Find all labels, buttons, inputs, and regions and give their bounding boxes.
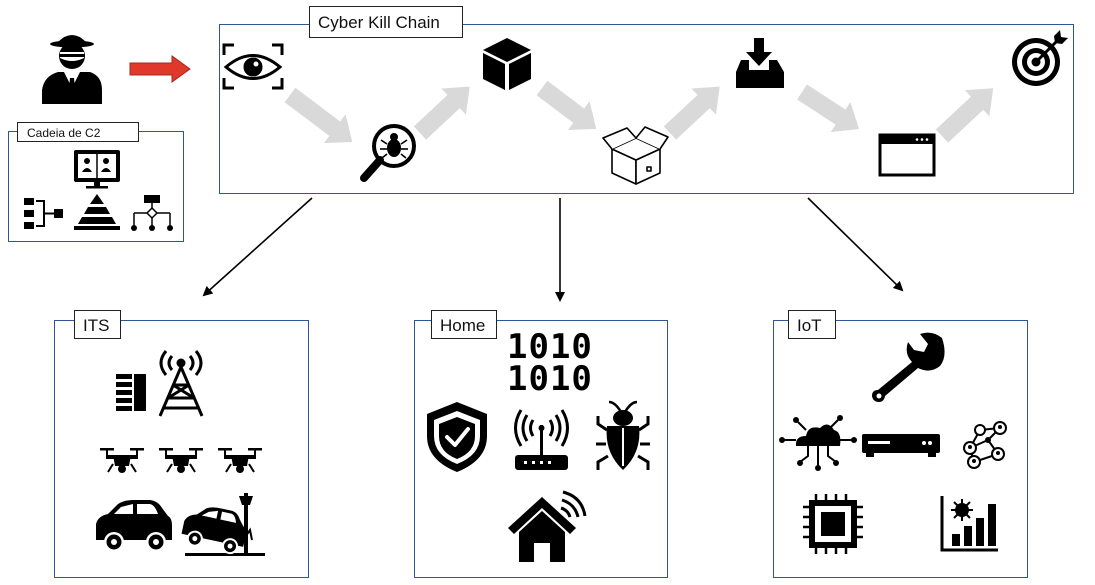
download-tray-icon [736,38,784,88]
c2-title: Cadeia de C2 [17,122,139,142]
binary-code-line-2: 1010 [507,359,593,399]
car-icon [96,500,172,552]
package-icon [483,38,531,90]
home-panel-title: Home [431,310,497,339]
kill-chain-title: Cyber Kill Chain [309,6,463,38]
virus-analytics-icon [940,496,998,552]
arrow-to-its [202,197,313,297]
server-icon [116,374,146,411]
wrench-icon [872,332,945,402]
target-icon [1012,30,1068,86]
org-chart-icon [131,195,173,231]
kill-chain-flow-arrows [284,80,994,144]
open-box-icon [602,126,669,185]
arrow-to-iot [807,197,904,292]
eye-scan-icon [222,43,284,90]
shield-check-icon [427,402,487,472]
binary-code-line-1: 1010 [507,327,593,367]
pyramid-icon [74,194,120,230]
video-conference-icon [74,150,120,189]
cloud-network-icon [779,415,857,471]
smart-home-icon [508,490,587,562]
attacker-arrow [129,55,191,83]
bug-icon [596,400,650,470]
bug-magnifier-icon [360,124,416,182]
people-network-icon [963,421,1007,469]
its-panel-title: ITS [74,310,121,339]
cell-tower-icon [158,350,204,417]
wifi-router-icon [514,409,569,470]
car-crash-icon [181,493,265,556]
iot-panel-title: IoT [788,310,836,339]
process-flow-icon [24,198,63,229]
drone-icon [100,448,262,473]
cpu-chip-icon [803,494,863,554]
set-top-box-icon [862,434,940,457]
browser-window-icon [878,133,936,177]
hacker-icon [42,35,102,104]
